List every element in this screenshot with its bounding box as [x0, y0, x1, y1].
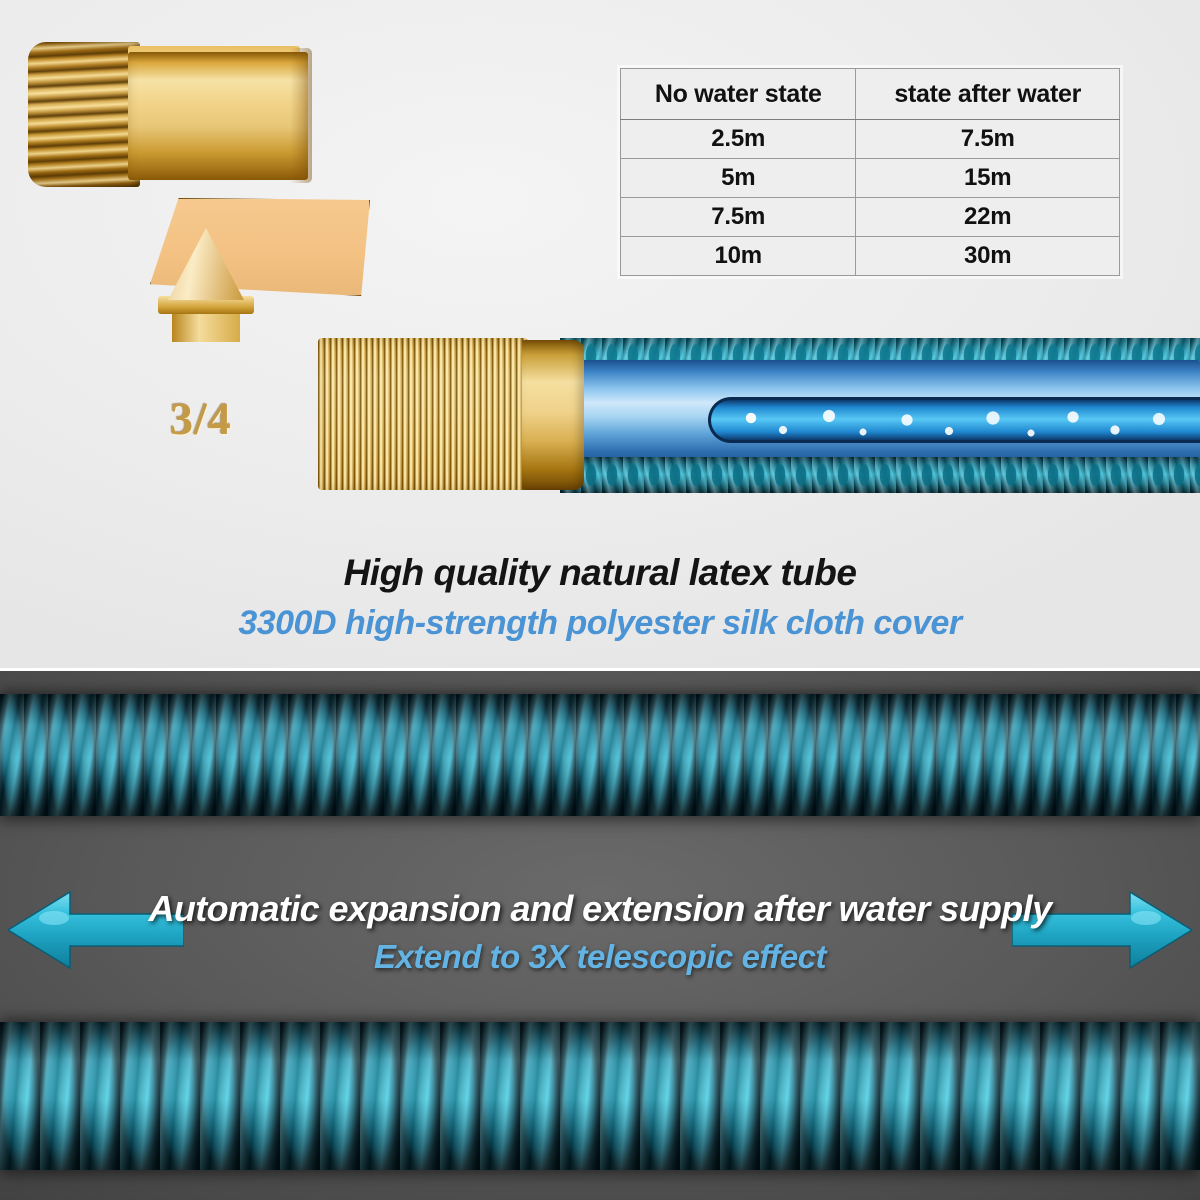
water-flow-channel-cutaway — [708, 397, 1200, 443]
bottom-caption-sub: Extend to 3X telescopic effect — [373, 938, 827, 975]
expansion-spec-table: No water state state after water 2.5m 7.… — [619, 68, 1120, 276]
cell-no-water: 5m — [619, 158, 857, 198]
cell-after-water: 22m — [855, 197, 1120, 237]
hose-closeup-expanded — [0, 694, 1200, 816]
valve-stem-collar — [158, 296, 254, 314]
bottom-panel — [0, 670, 1200, 1200]
table-row: 5m 15m — [619, 158, 1120, 198]
arrow-right-icon — [1012, 890, 1192, 970]
top-panel: No water state state after water 2.5m 7.… — [0, 0, 1200, 670]
brass-valve-body — [128, 52, 308, 180]
cell-after-water: 15m — [855, 158, 1120, 198]
table-row: 10m 30m — [619, 236, 1120, 276]
hose-closeup-contracted — [0, 1022, 1200, 1170]
cell-no-water: 7.5m — [619, 197, 857, 237]
header-state-after-water: state after water — [855, 68, 1120, 120]
cell-after-water: 30m — [855, 236, 1120, 276]
cell-no-water: 2.5m — [619, 119, 857, 159]
table-header-row: No water state state after water — [619, 68, 1120, 120]
top-caption-main: High quality natural latex tube — [343, 552, 857, 593]
top-caption-sub: 3300D high-strength polyester silk cloth… — [238, 604, 962, 642]
arrow-left-icon — [8, 890, 184, 970]
brass-threaded-fitting — [28, 42, 140, 187]
expanded-hose-body — [560, 338, 1200, 493]
table-row: 7.5m 22m — [619, 197, 1120, 237]
brass-end-ring — [522, 340, 584, 490]
hose-weave-bottom — [560, 457, 1200, 493]
hose-assembly-image — [0, 300, 1200, 530]
cell-no-water: 10m — [619, 236, 857, 276]
header-no-water-state: No water state — [619, 68, 857, 120]
panel-divider — [0, 668, 1200, 671]
table-row: 2.5m 7.5m — [619, 119, 1120, 159]
brass-knurled-collar — [318, 338, 528, 490]
brass-body-shadow — [290, 48, 312, 183]
bottom-caption-main: Automatic expansion and extension after … — [148, 888, 1052, 929]
cell-after-water: 7.5m — [855, 119, 1120, 159]
